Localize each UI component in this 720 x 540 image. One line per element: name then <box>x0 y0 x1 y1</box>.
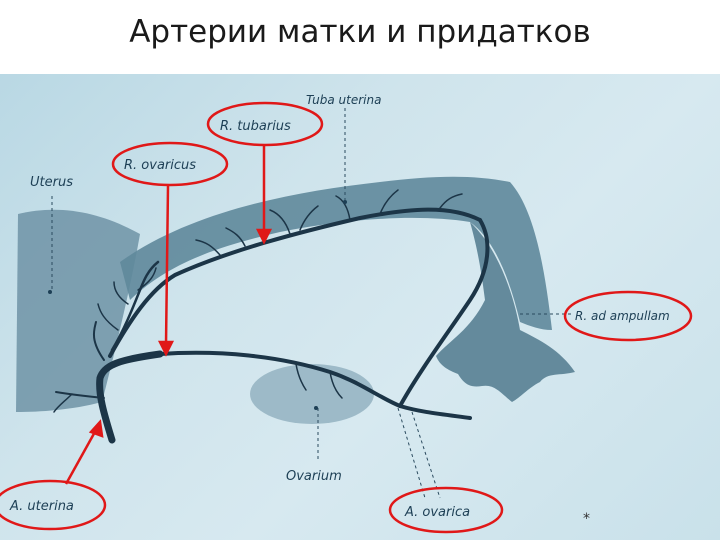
label-r-ad-ampullam: R. ad ampullam <box>575 309 670 323</box>
uterus-dot <box>48 290 52 294</box>
label-ovarium: Ovarium <box>286 469 342 484</box>
a-uterina-artery <box>100 354 160 440</box>
ovarium-shape <box>250 364 374 424</box>
a-uterina-arrowhead <box>91 422 102 436</box>
tube-dot <box>343 200 347 204</box>
label-uterus: Uterus <box>30 175 73 190</box>
label-r-ovaricus: R. ovaricus <box>124 158 196 173</box>
label-tuba-uterina: Tuba uterina <box>306 93 381 107</box>
uterus-shape <box>16 210 140 412</box>
label-a-uterina: A. uterina <box>9 499 74 514</box>
label-r-tubarius: R. tubarius <box>220 119 291 134</box>
footnote-asterisk: * <box>583 511 590 527</box>
label-a-ovarica: A. ovarica <box>404 505 470 520</box>
ovary-dot <box>314 406 318 410</box>
